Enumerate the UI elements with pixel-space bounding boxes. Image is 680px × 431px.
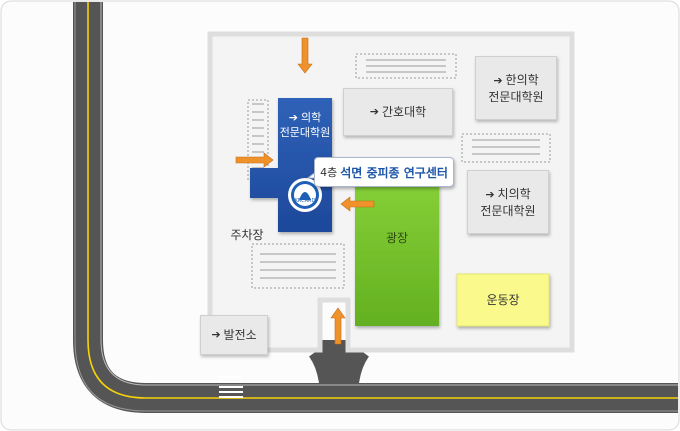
crosswalk (219, 376, 243, 398)
medical-school-label-line1: ➔의학 (288, 111, 322, 124)
dentistry-building[interactable]: ➔치의학 전문대학원 (467, 170, 549, 234)
arrow-right-small-icon: ➔ (493, 73, 503, 87)
arrow-up-icon (330, 307, 346, 345)
plaza-area (355, 184, 439, 326)
arrow-right-small-icon: ➔ (288, 111, 298, 124)
entrance-arrows (235, 37, 375, 345)
arrow-right-small-icon: ➔ (485, 187, 495, 201)
parking-label: 주차장 (230, 228, 264, 242)
nursing-building[interactable]: ➔간호대학 (343, 88, 453, 136)
callout-floor: 4층 (320, 166, 338, 179)
road-network (73, 2, 678, 413)
arrow-left-icon (340, 196, 375, 212)
krcard-logo: KRCARD (288, 178, 322, 212)
callout-center-name: 석면 중피종 연구센터 (340, 165, 448, 180)
plaza-label: 광장 (385, 231, 409, 245)
arrow-right-icon (235, 152, 274, 168)
arrow-right-small-icon: ➔ (369, 105, 380, 118)
arrow-down-icon (297, 37, 313, 74)
medical-school-label: ➔의학 전문대학원 (279, 111, 331, 139)
arrow-right-small-icon: ➔ (211, 328, 221, 341)
playground-area (456, 273, 550, 327)
research-center-callout[interactable]: 4층 석면 중피종 연구센터 (314, 157, 454, 187)
svg-text:KRCARD: KRCARD (295, 198, 316, 204)
playground-label: 운동장 (486, 293, 520, 307)
oriental-medicine-building[interactable]: ➔한의학 전문대학원 (475, 56, 557, 120)
power-plant-building[interactable]: ➔발전소 (200, 315, 268, 355)
